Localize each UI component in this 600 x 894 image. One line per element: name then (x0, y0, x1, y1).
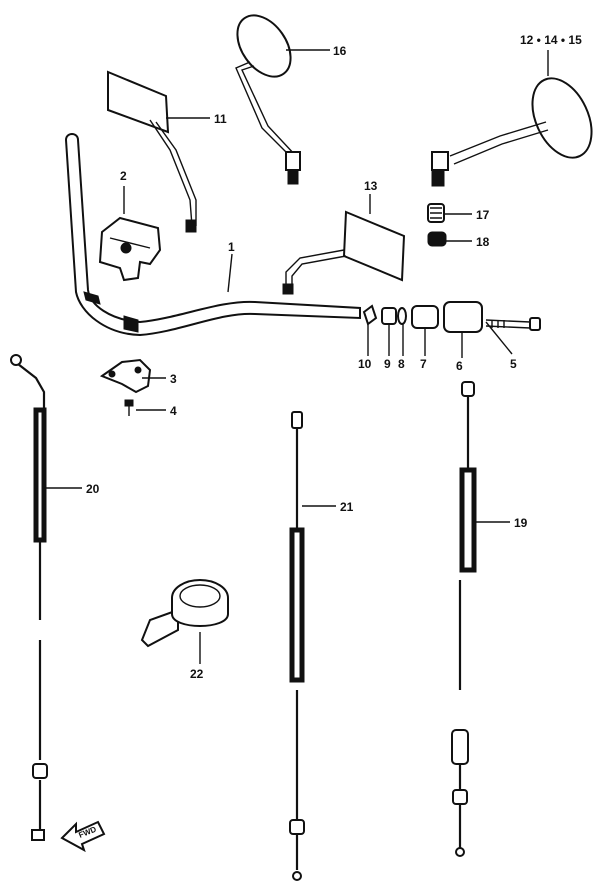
holder-bracket (99, 358, 152, 394)
throttle-cable (10, 354, 48, 841)
leader-lines (44, 49, 549, 664)
mirror-round-left (235, 14, 301, 185)
clutch-cable (289, 411, 305, 881)
fwd-arrow: FWD (60, 820, 106, 853)
gauge-meter (140, 579, 229, 648)
callout-18: 18 (476, 235, 490, 249)
callout-5: 5 (510, 357, 517, 371)
mirror-round-right (431, 77, 593, 187)
callout-12-14-15: 12 • 14 • 15 (520, 33, 582, 47)
holder-bolt (124, 399, 134, 416)
speedometer-cable (451, 381, 477, 857)
callout-22: 22 (190, 667, 204, 681)
handlebar-holder-upper (98, 216, 162, 282)
callout-4: 4 (170, 404, 177, 418)
callout-19: 19 (514, 516, 528, 530)
mirror-nut (427, 231, 447, 247)
callout-8: 8 (398, 357, 405, 371)
callout-11: 11 (214, 112, 227, 126)
callout-10: 10 (358, 357, 372, 371)
handlebar (64, 133, 361, 337)
callout-9: 9 (384, 357, 391, 371)
mirror-left (107, 70, 197, 233)
mirror-adaptor-nut (427, 203, 445, 223)
callout-6: 6 (456, 359, 463, 373)
callout-3: 3 (170, 372, 177, 386)
bar-end-parts (362, 301, 541, 333)
callout-21: 21 (340, 500, 354, 514)
callout-1: 1 (228, 240, 235, 254)
callout-16: 16 (333, 44, 347, 58)
callout-2: 2 (120, 169, 127, 183)
callout-20: 20 (86, 482, 100, 496)
callout-13: 13 (364, 179, 378, 193)
callout-17: 17 (476, 208, 490, 222)
mirror-right (282, 210, 406, 295)
callout-7: 7 (420, 357, 427, 371)
